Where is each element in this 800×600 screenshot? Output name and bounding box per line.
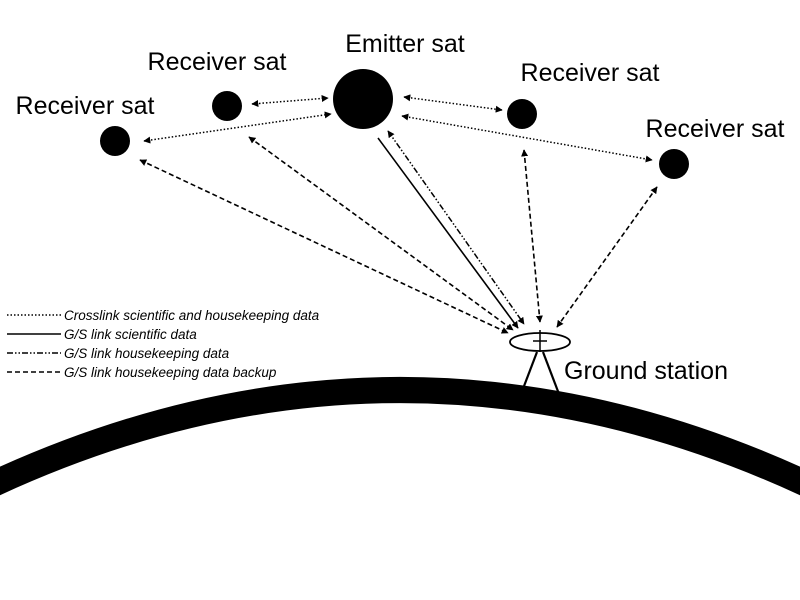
gs-backup-links [139, 136, 658, 334]
receiver-sat-label-3: Receiver sat [521, 59, 660, 87]
receiver-satellite-1 [100, 126, 130, 156]
receiver-satellite-3 [507, 99, 537, 129]
gs-backup-receiver-2 [248, 136, 514, 331]
crosslink-emitter-receiver-2 [251, 95, 329, 107]
emitter-sat-label: Emitter sat [345, 30, 465, 58]
legend-label-gs-scientific: G/S link scientific data [64, 327, 197, 342]
receiver-satellite-4 [659, 149, 689, 179]
legend-label-gs-housekeeping: G/S link housekeeping data [64, 346, 230, 361]
crosslinks [143, 94, 653, 163]
gs-backup-receiver-4 [556, 186, 658, 328]
receiver-satellite-2 [212, 91, 242, 121]
gs-backup-receiver-3 [521, 149, 543, 323]
legend-label-crosslink: Crosslink scientific and housekeeping da… [64, 308, 320, 323]
legend-label-gs-backup: G/S link housekeeping data backup [64, 365, 277, 380]
crosslink-emitter-receiver-3 [403, 94, 503, 113]
crosslink-emitter-receiver-4 [401, 113, 653, 163]
ground-station-antenna-icon [509, 330, 571, 395]
receiver-sat-label-4: Receiver sat [646, 115, 785, 143]
earth-surface [0, 377, 800, 496]
legend: Crosslink scientific and housekeeping da… [7, 308, 320, 380]
gs-link-housekeeping [387, 130, 525, 325]
emitter-satellite [333, 69, 393, 129]
crosslink-emitter-receiver-1 [143, 111, 332, 144]
gs-link-scientific [377, 137, 519, 329]
receiver-sat-label-1: Receiver sat [16, 92, 155, 120]
receiver-sat-label-2: Receiver sat [148, 48, 287, 76]
ground-station-label: Ground station [564, 357, 728, 385]
